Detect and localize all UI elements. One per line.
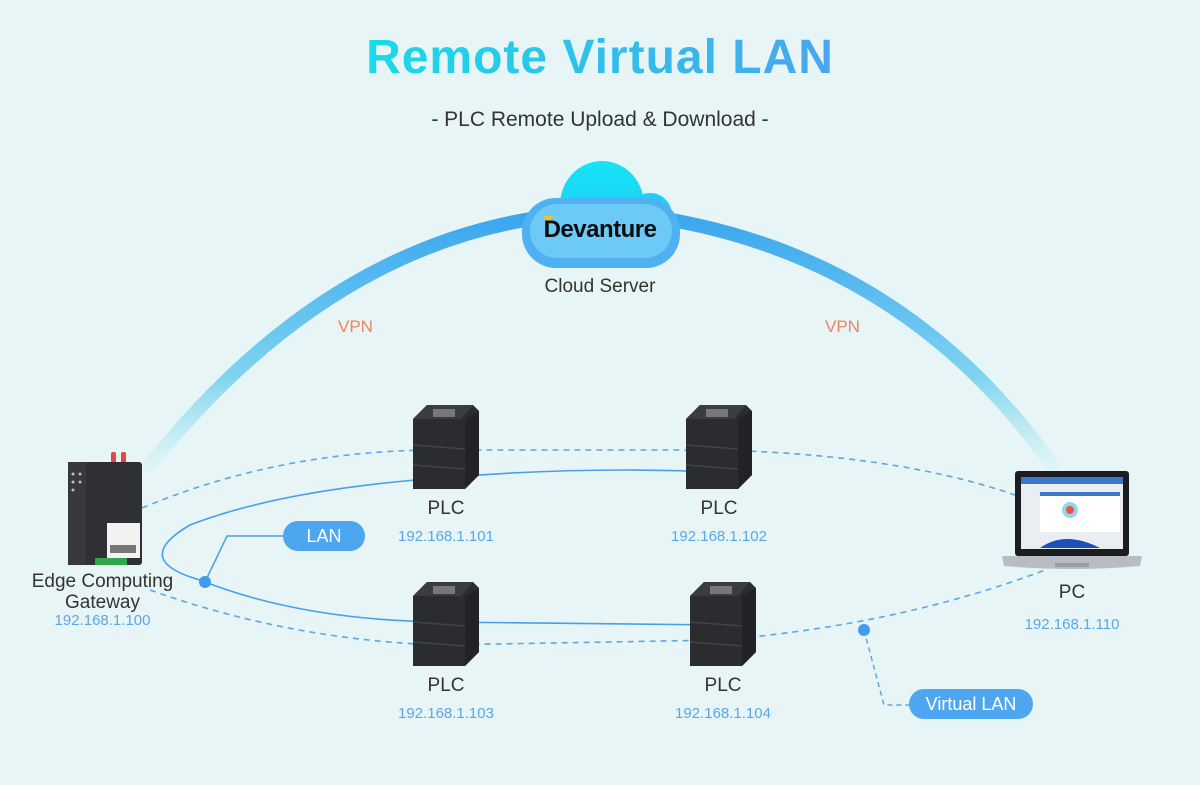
plc-label: PLC (700, 498, 738, 519)
gateway-label-line1: Edge Computing (31, 571, 174, 592)
gateway-label-line2: Gateway (65, 592, 140, 613)
page-subtitle: - PLC Remote Upload & Download - (431, 108, 769, 131)
plc-label: PLC (704, 675, 742, 696)
gateway-label: Edge Computing Gateway (10, 571, 195, 613)
laptop-icon (1002, 471, 1142, 569)
vpn-arc-left (143, 208, 567, 472)
virtual-lan-path-bottom (149, 569, 1046, 646)
virtual-lan-path-top (141, 449, 1016, 509)
pc-ip: 192.168.1.110 (1024, 616, 1120, 633)
pc-label: PC (1058, 582, 1086, 603)
plc-ip: 192.168.1.104 (675, 705, 771, 722)
virtual-lan-callout-line (863, 629, 910, 706)
cloud-icon (522, 161, 680, 268)
cloud-server-label: Cloud Server (544, 276, 656, 297)
lan-node-dot (199, 576, 211, 588)
gateway-icon (68, 452, 142, 565)
lan-path-top (439, 469, 721, 479)
lan-callout-line (204, 535, 285, 583)
virtual-lan-tag: Virtual LAN (909, 689, 1033, 719)
vpn-label-right: VPN (825, 317, 860, 336)
plc-label: PLC (427, 498, 465, 519)
plc-ip: 192.168.1.103 (398, 705, 494, 722)
lan-tag: LAN (283, 521, 365, 551)
plc-label: PLC (427, 675, 465, 696)
lan-path (161, 477, 721, 626)
plc-ip: 192.168.1.102 (671, 528, 767, 545)
vpn-arc-right (633, 208, 1059, 472)
virtual-lan-node-dot (858, 624, 870, 636)
gateway-ip: 192.168.1.100 (54, 612, 151, 629)
vpn-label-left: VPN (338, 317, 373, 336)
cloud-logo: Devanture (543, 216, 657, 243)
page-title: Remote Virtual LAN (0, 30, 1200, 85)
plc-ip: 192.168.1.101 (398, 528, 494, 545)
